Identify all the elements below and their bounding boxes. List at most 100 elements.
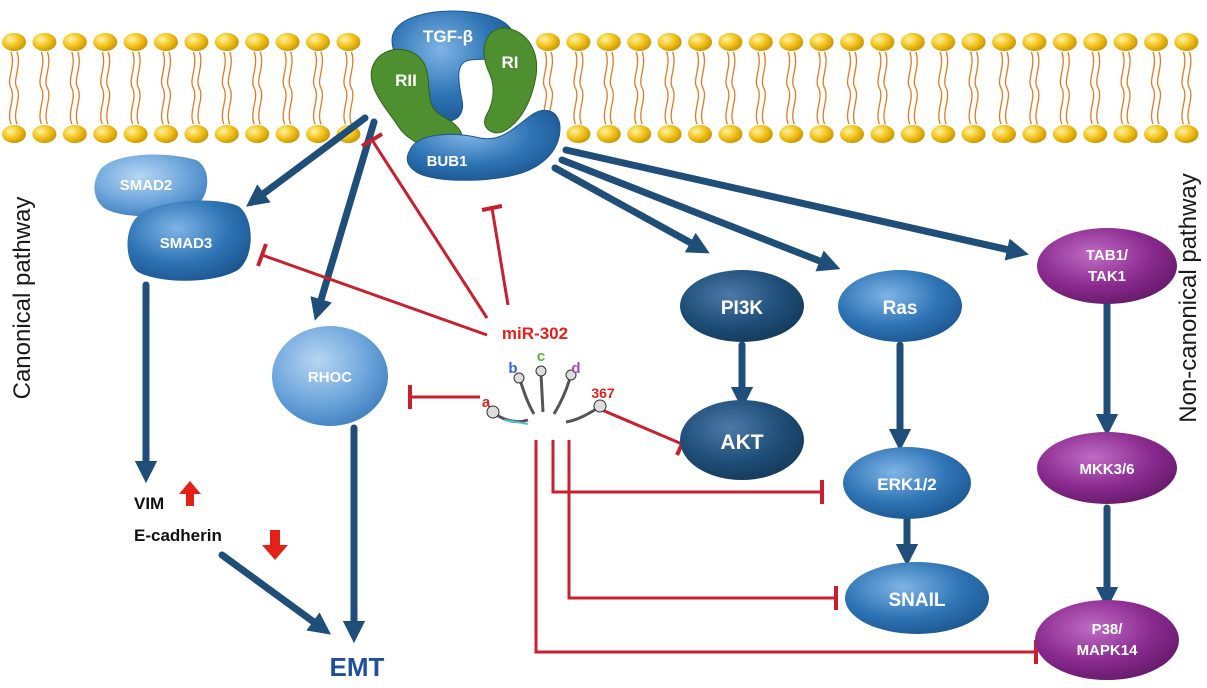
- smad3-label: SMAD3: [160, 235, 213, 252]
- lipid-head: [1083, 125, 1108, 143]
- lipid-tail: [14, 51, 20, 125]
- lipid-tail: [968, 51, 973, 125]
- lipid-tail: [258, 51, 263, 125]
- lipid-tail: [318, 51, 324, 125]
- hairpin-a: [486, 405, 529, 425]
- lipid-head: [566, 125, 591, 143]
- lipid-head: [2, 33, 26, 51]
- lipid-tail: [755, 51, 760, 125]
- hairpin-b: [513, 372, 536, 415]
- lipid-tail: [100, 51, 105, 125]
- lipid-tail: [45, 51, 50, 125]
- lipid-head: [32, 33, 57, 51]
- lipid-tail: [907, 51, 912, 125]
- lipid-head: [931, 125, 956, 143]
- lipid-tail: [1120, 51, 1125, 125]
- akt-label: AKT: [720, 431, 763, 454]
- lipid-head: [992, 33, 1016, 51]
- lipid-head: [1113, 125, 1138, 143]
- lipid-tail: [852, 51, 858, 125]
- lipid-tail: [944, 51, 949, 125]
- smad2-node: [94, 154, 208, 217]
- lipid-tail: [197, 51, 202, 125]
- lipid-tail: [1090, 51, 1095, 125]
- lipid-tail: [8, 51, 14, 125]
- lipid-head: [275, 33, 300, 51]
- lipid-head: [275, 125, 300, 143]
- lipid-head: [779, 33, 804, 51]
- rhoc-label: RHOC: [308, 369, 352, 386]
- pi3k-node: [680, 270, 804, 342]
- lipid-head: [627, 33, 652, 51]
- lipid-tail: [609, 51, 614, 125]
- lipid-tail: [761, 51, 766, 125]
- arrow-bub1-to-pi3k: [551, 164, 710, 254]
- rii-label: RII: [395, 71, 417, 90]
- inhibit-mir-to-receptor: [370, 139, 489, 319]
- lipid-head: [1052, 33, 1077, 51]
- mkk-node: [1037, 432, 1177, 504]
- lipid-head: [809, 33, 834, 51]
- inhibit-367-to-akt: [594, 405, 683, 446]
- lipid-head: [900, 125, 925, 143]
- hairpin-c-label: c: [537, 348, 545, 365]
- lipid-tail: [191, 51, 196, 125]
- lipid-tail: [1059, 51, 1064, 125]
- lipid-tail: [1126, 51, 1131, 125]
- lipid-head: [2, 125, 26, 143]
- arrow-bub1-to-tab1: [562, 146, 1029, 261]
- lipid-tail: [664, 51, 669, 125]
- lipid-head: [32, 125, 57, 143]
- lipid-head: [992, 125, 1016, 143]
- lipid-head: [336, 33, 361, 51]
- lipid-head: [900, 33, 925, 51]
- lipid-tail: [39, 51, 44, 125]
- hairpin-b-label: b: [508, 360, 517, 377]
- mir-302-label: miR-302: [502, 324, 568, 343]
- lipid-tail: [106, 51, 111, 125]
- activation-arrows: [134, 114, 1119, 644]
- lipid-head: [657, 33, 682, 51]
- hairpin-a-label: a: [482, 394, 491, 411]
- lipid-tail: [221, 51, 226, 125]
- hairpin-c: [535, 365, 547, 413]
- ri-label: RI: [502, 53, 519, 72]
- lipid-tail: [634, 51, 639, 125]
- lipid-tail: [130, 51, 135, 125]
- lipid-tail: [974, 51, 979, 125]
- lipid-tail: [1156, 51, 1162, 125]
- lipid-head: [1113, 33, 1138, 51]
- lipid-tail: [1096, 51, 1101, 125]
- lipid-head: [1144, 125, 1168, 143]
- lipid-tail: [846, 51, 852, 125]
- lipid-tail: [694, 51, 700, 125]
- lipid-tail: [1029, 51, 1034, 125]
- lipid-tail: [998, 51, 1004, 125]
- ras-node: [838, 270, 962, 342]
- tab1-label: TAB1/: [1086, 247, 1129, 264]
- lipid-head: [1052, 125, 1077, 143]
- lipid-tail: [603, 51, 608, 125]
- lipid-tail: [349, 51, 354, 125]
- lipid-tail: [1150, 51, 1156, 125]
- lipid-head: [718, 33, 743, 51]
- p38-mapk14-node: [1035, 600, 1179, 680]
- lipid-head: [961, 125, 986, 143]
- erk-node: [843, 447, 971, 519]
- lipid-tail: [1187, 51, 1192, 125]
- inhibit-mir-to-erk: [551, 440, 822, 494]
- receptor-ri-shape: [483, 27, 538, 134]
- tgf-beta-label: TGF-β: [423, 27, 473, 46]
- smad3-node: [127, 200, 251, 281]
- ras-label: Ras: [883, 298, 918, 319]
- lipid-tail: [160, 51, 166, 125]
- lipid-tail: [227, 51, 232, 125]
- bub1-shape: [406, 109, 561, 181]
- lipid-tail: [1004, 51, 1010, 125]
- lipid-tail: [252, 51, 257, 125]
- lipid-head: [1174, 125, 1199, 143]
- lipid-tail: [1035, 51, 1040, 125]
- lipid-tail: [700, 51, 706, 125]
- ecadherin-down-arrow: [262, 530, 288, 560]
